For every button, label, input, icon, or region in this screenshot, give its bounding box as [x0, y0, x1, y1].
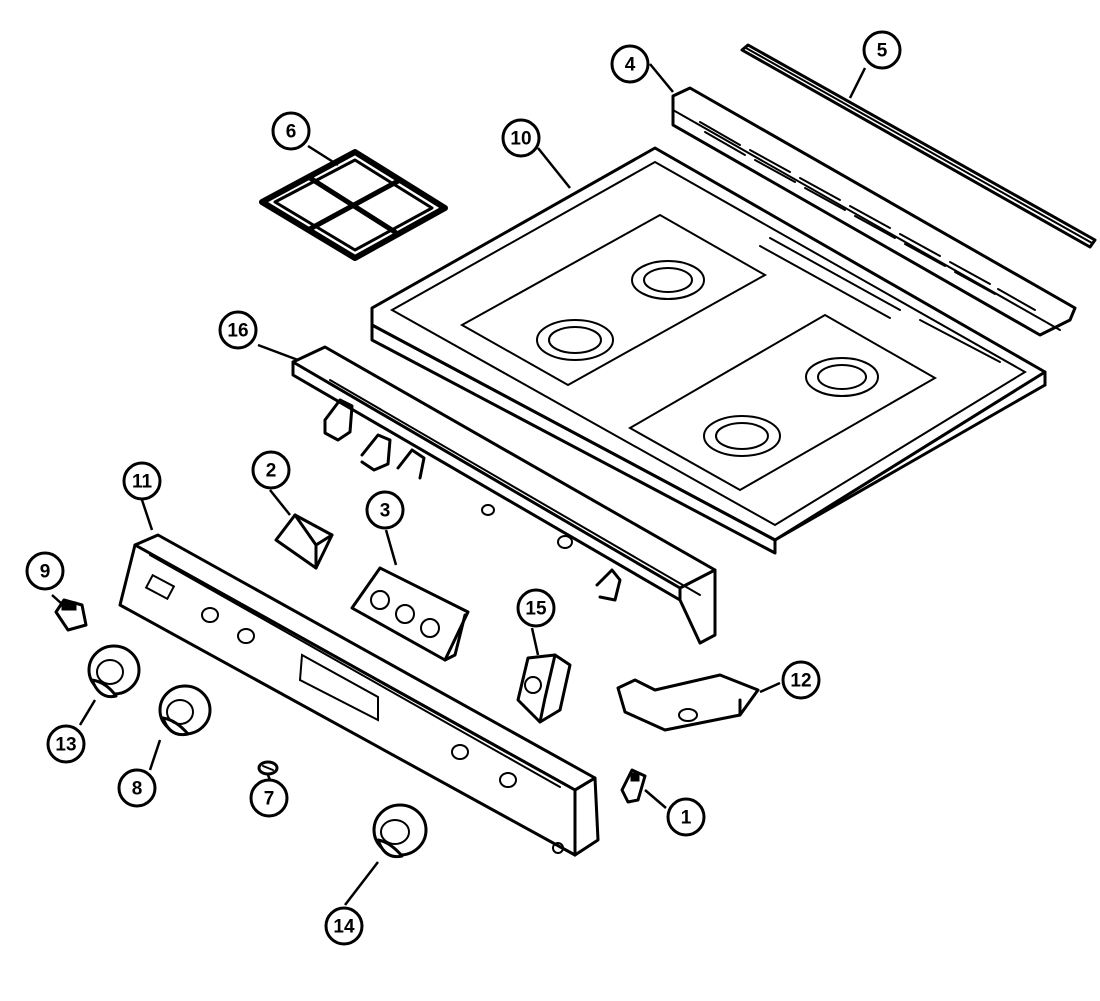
callout-16: 16 [218, 310, 258, 350]
callout-1: 1 [666, 797, 706, 837]
callout-label-10: 10 [510, 129, 531, 150]
vent-slots [699, 121, 1036, 311]
callout-label-15: 15 [525, 599, 547, 620]
part-13-knob [87, 644, 141, 699]
callout-2: 2 [251, 450, 291, 490]
part-3-clock-module [350, 566, 470, 662]
callout-label-3: 3 [380, 501, 391, 522]
callout-13: 13 [46, 724, 86, 764]
part-16-manifold-bracket [291, 345, 717, 645]
callout-label-8: 8 [132, 779, 143, 800]
callout-12: 12 [781, 660, 821, 700]
callout-15: 15 [516, 588, 556, 628]
callout-8: 8 [117, 768, 157, 808]
callout-14: 14 [324, 906, 364, 946]
callout-4: 4 [610, 44, 650, 84]
callout-label-11: 11 [132, 472, 153, 493]
callout-10: 10 [501, 118, 541, 158]
part-11-control-panel [118, 533, 600, 857]
callout-label-7: 7 [264, 789, 275, 810]
callout-11: 11 [122, 461, 162, 501]
callout-label-9: 9 [40, 562, 51, 583]
callout-label-12: 12 [790, 671, 811, 692]
callout-9: 9 [25, 551, 65, 591]
callout-label-2: 2 [266, 461, 277, 482]
part-12-bracket [616, 673, 760, 732]
callout-label-14: 14 [333, 917, 355, 938]
part-5-trim-strip [740, 43, 1097, 249]
part-10-cooktop-top [370, 146, 1047, 555]
part-6-burner-grate [259, 149, 448, 261]
leader-lines [51, 63, 867, 906]
part-2-switch [274, 513, 334, 570]
callout-label-13: 13 [55, 735, 76, 756]
callout-label-1: 1 [681, 808, 692, 829]
part-14-knob [372, 803, 428, 859]
callout-3: 3 [365, 490, 405, 530]
callout-6: 6 [271, 111, 311, 151]
callout-label-6: 6 [286, 122, 297, 143]
part-4-vent-panel [671, 86, 1077, 337]
callout-label-4: 4 [625, 55, 636, 76]
callout-5: 5 [862, 30, 902, 70]
callout-label-5: 5 [877, 41, 888, 62]
callout-7: 7 [249, 778, 289, 818]
part-7-bushing [257, 760, 279, 776]
part-15-valve [516, 653, 572, 724]
callout-label-16: 16 [227, 321, 248, 342]
part-9-clip [54, 598, 88, 632]
part-1-switch-clip [620, 768, 647, 804]
part-8-knob [158, 684, 212, 737]
